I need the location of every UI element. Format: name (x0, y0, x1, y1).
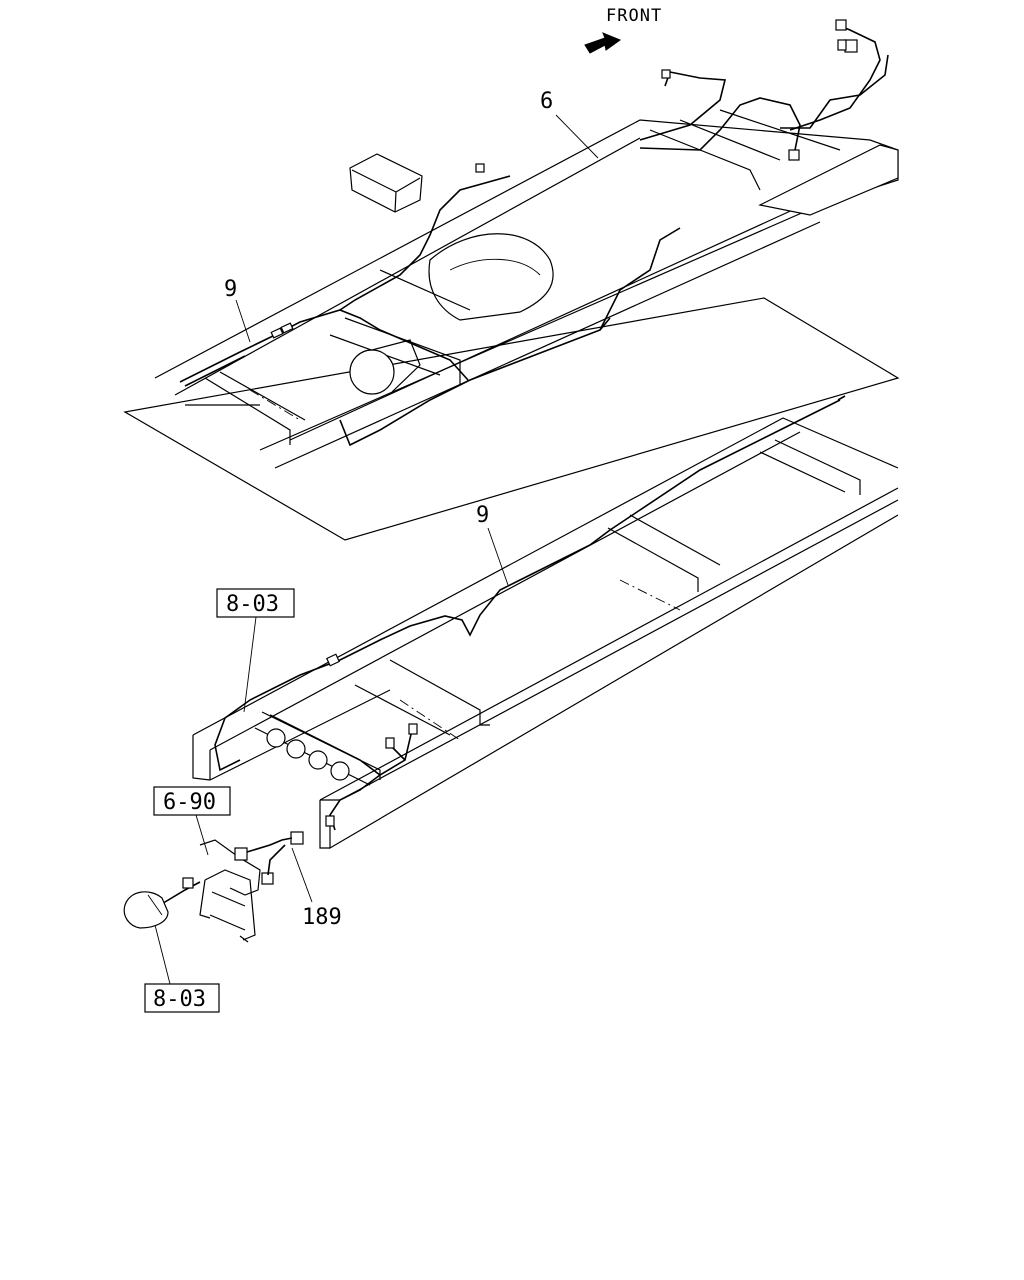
reference-8-03-upper-label: 8-03 (226, 592, 279, 617)
callout-9-lower: 9 (476, 503, 489, 528)
leader-8-03-lower (154, 924, 171, 985)
leader-9-upper (235, 299, 251, 343)
leader-9-lower (487, 527, 509, 586)
lower-chassis-frame (192, 417, 899, 850)
callout-6: 6 (540, 89, 553, 114)
reference-6-90-label: 6-90 (163, 790, 216, 815)
tail-lamp-bracket-assembly (123, 831, 304, 943)
leader-6 (555, 114, 599, 159)
reference-box-8-03-lower[interactable]: 8-03 (144, 983, 220, 1013)
callout-9-upper: 9 (224, 277, 237, 302)
leader-8-03-upper (243, 616, 257, 713)
front-label: FRONT (606, 6, 662, 26)
leader-189 (291, 847, 313, 903)
reference-box-6-90[interactable]: 6-90 (153, 786, 231, 816)
callout-189: 189 (302, 905, 342, 930)
upper-chassis-frame (123, 109, 900, 541)
upper-harness (179, 19, 889, 447)
lower-harness (214, 395, 846, 831)
leader-6-90 (195, 814, 209, 856)
reference-8-03-lower-label: 8-03 (153, 987, 206, 1012)
front-arrow-icon (584, 32, 622, 54)
reference-box-8-03-upper[interactable]: 8-03 (216, 588, 295, 618)
